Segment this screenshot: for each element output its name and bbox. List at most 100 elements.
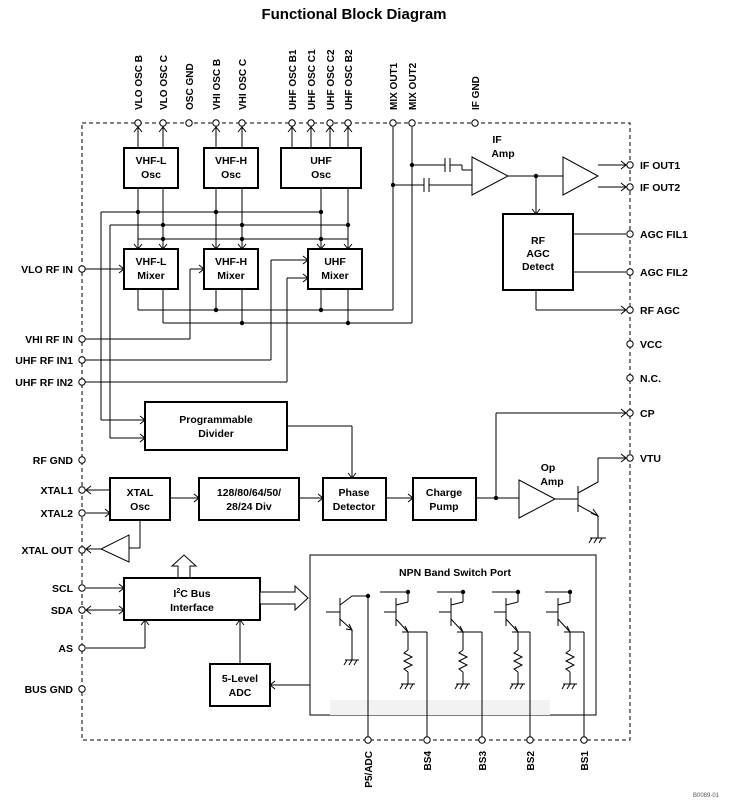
pin-vlo-osc-c: [159, 119, 167, 127]
pin-label-if-gnd: IF GND: [471, 76, 482, 110]
ref-div-label-1: 128/80/64/50/: [217, 487, 281, 499]
pin-label-mix-out2: MIX OUT2: [408, 62, 419, 110]
bs1-transistor: [545, 589, 585, 740]
uhf-osc-label-2: Osc: [311, 169, 331, 181]
op-amp-label-2: Amp: [540, 476, 563, 488]
bottom-pins: P5/ADC BS4 BS3 BS2 BS1: [364, 736, 591, 788]
pin-label-cp: CP: [640, 408, 655, 420]
pin-uhf-osc-c1: [307, 119, 315, 127]
i2c-label-2: Interface: [170, 602, 214, 614]
pin-label-uhf-rf-in1: UHF RF IN1: [15, 355, 73, 367]
pin-label-vhi-rf-in: VHI RF IN: [25, 334, 73, 346]
op-amp-triangle: [518, 479, 557, 519]
vhf-h-mixer-label-2: Mixer: [217, 270, 244, 282]
pin-rf-gnd: [78, 456, 86, 464]
if-amp-section: IF Amp RF AGC Detect: [390, 134, 627, 315]
pin-p5-adc: [364, 736, 372, 744]
right-pins: IF OUT1 IF OUT2 AGC FIL1 AGC FIL2 RF AGC…: [626, 160, 688, 465]
pin-bs1: [580, 736, 588, 744]
if-amp-label-1: IF: [492, 134, 502, 146]
rf-agc-label-3: Detect: [522, 261, 555, 273]
pin-uhf-osc-b1: [288, 119, 296, 127]
npn-band-switch-port: NPN Band Switch Port: [309, 554, 597, 740]
pin-label-agc-fil2: AGC FIL2: [640, 267, 688, 279]
pin-label-vcc: VCC: [640, 339, 663, 351]
xtal-osc-block: [109, 477, 171, 521]
rf-agc-label-1: RF: [531, 235, 546, 247]
pin-label-vlo-osc-c: VLO OSC C: [159, 55, 170, 110]
pin-vcc: [626, 340, 634, 348]
vhf-l-mixer-block: [123, 248, 179, 290]
op-amp-label-1: Op: [541, 462, 556, 474]
five-level-adc-block: [209, 663, 271, 707]
phase-det-label-1: Phase: [339, 487, 370, 499]
phase-det-label-2: Detector: [333, 501, 376, 513]
programmable-divider-block: [144, 401, 288, 451]
diagram-title: Functional Block Diagram: [261, 6, 446, 23]
pin-label-agc-fil1: AGC FIL1: [640, 229, 688, 241]
pin-label-bus-gnd: BUS GND: [25, 684, 74, 696]
pin-vtu: [626, 454, 634, 462]
i2c-up-arrow: [170, 554, 198, 579]
vhf-l-mixer-label-2: Mixer: [137, 270, 164, 282]
pin-label-bs4: BS4: [423, 751, 434, 771]
prog-divider-label-2: Divider: [198, 428, 234, 440]
pin-bs4: [423, 736, 431, 744]
if-out-buffer-triangle: [562, 156, 600, 196]
pin-label-vtu: VTU: [640, 453, 661, 465]
pin-scl: [78, 584, 86, 592]
pin-xtal-out: [78, 546, 86, 554]
top-pins: VLO OSC B VLO OSC C OSC GND VHI OSC B VH…: [134, 49, 482, 127]
charge-pump-label-2: Pump: [429, 501, 458, 513]
pin-label-vhi-osc-c: VHI OSC C: [238, 59, 249, 110]
xtal-osc-label-1: XTAL: [127, 487, 154, 499]
pin-uhf-osc-c2: [326, 119, 334, 127]
pin-sda: [78, 606, 86, 614]
pin-label-xtal-out: XTAL OUT: [21, 545, 73, 557]
pin-vhi-osc-b: [212, 119, 220, 127]
bs3-transistor: [437, 589, 483, 740]
ref-div-label-2: 28/24 Div: [226, 501, 272, 513]
adc-label-2: ADC: [229, 687, 252, 699]
pin-if-gnd: [471, 119, 479, 127]
pin-osc-gnd: [185, 119, 193, 127]
vhf-h-osc-label-2: Osc: [221, 169, 241, 181]
npn-band-switch-box: [309, 554, 597, 716]
pin-mix-out2: [408, 119, 416, 127]
if-amp-label-2: Amp: [491, 148, 514, 160]
i2c-label-1: I2C Bus: [173, 588, 210, 600]
pin-label-uhf-osc-b2: UHF OSC B2: [344, 49, 355, 110]
left-pins: VLO RF IN VHI RF IN UHF RF IN1 UHF RF IN…: [15, 264, 86, 696]
pin-uhf-rf-in1: [78, 356, 86, 364]
pin-label-vlo-osc-b: VLO OSC B: [134, 55, 145, 110]
pin-label-xtal1: XTAL1: [41, 485, 74, 497]
uhf-osc-label-1: UHF: [310, 155, 332, 167]
pin-label-xtal2: XTAL2: [41, 508, 74, 520]
pin-label-vhi-osc-b: VHI OSC B: [212, 59, 223, 110]
adc-label-1: 5-Level: [222, 673, 258, 685]
i2c-section: I2C Bus Interface 5-Level ADC: [85, 554, 371, 707]
charge-pump-label-1: Charge: [426, 487, 462, 499]
pin-vhi-rf-in: [78, 335, 86, 343]
uhf-osc-block: [280, 147, 362, 189]
i2c-to-switch-arrow: [259, 584, 309, 612]
pin-vlo-osc-b: [134, 119, 142, 127]
pin-nc: [626, 374, 634, 382]
pin-label-scl: SCL: [52, 583, 74, 595]
pin-label-uhf-osc-c1: UHF OSC C1: [307, 49, 318, 110]
bs2-transistor: [492, 589, 531, 740]
vhf-l-osc-block: [123, 147, 179, 189]
pin-label-sda: SDA: [51, 605, 74, 617]
phase-detector-block: [322, 477, 387, 521]
pin-if-out1: [626, 161, 634, 169]
pin-label-rf-gnd: RF GND: [33, 455, 74, 467]
document-number: B0089-01: [693, 793, 720, 799]
rf-agc-label-2: AGC: [526, 248, 550, 260]
i2c-bus-interface-block: [123, 577, 261, 621]
if-amp-triangle: [471, 156, 510, 196]
vhf-h-osc-label-1: VHF-H: [215, 155, 247, 167]
xtal-osc-label-2: Osc: [130, 501, 150, 513]
pin-agc-fil2: [626, 268, 634, 276]
pin-as: [78, 644, 86, 652]
